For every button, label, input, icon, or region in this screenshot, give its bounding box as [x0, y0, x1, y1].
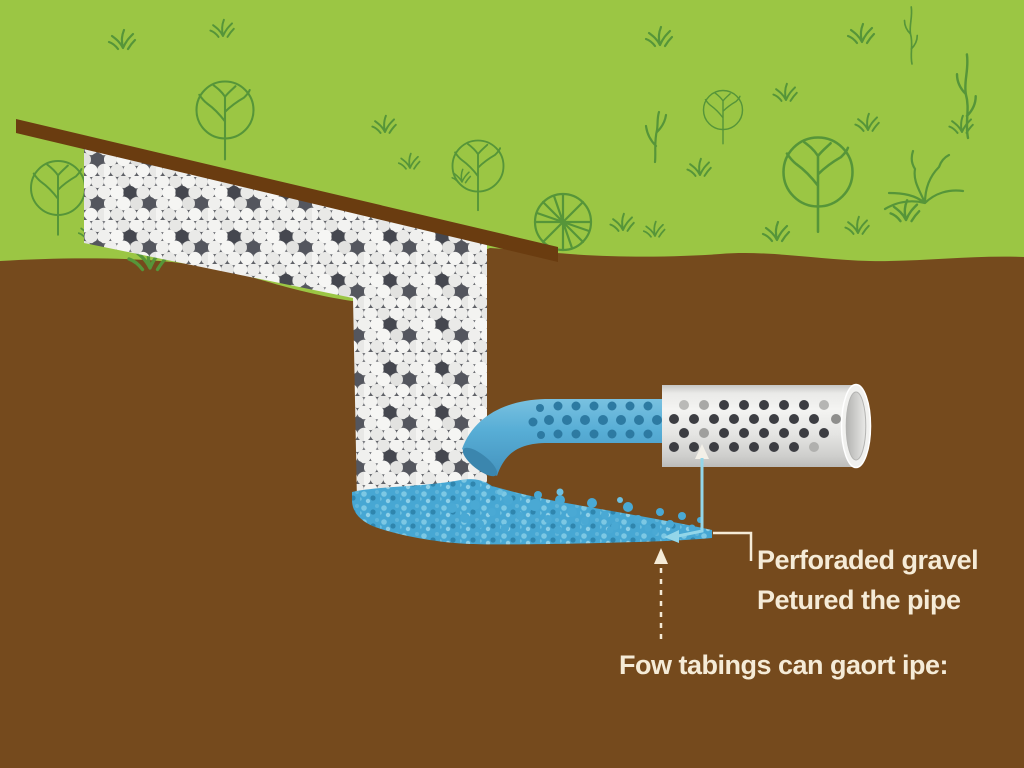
label-perforated-gravel: Perforaded gravel [757, 545, 979, 575]
drain-pipe-elbow [462, 399, 666, 477]
pipe-open-end [840, 383, 872, 469]
upward-dashed-arrow [654, 548, 668, 640]
perforated-drain-pipe [662, 383, 872, 469]
ground-surface-slope [16, 119, 558, 262]
trench-water [352, 479, 712, 545]
droplet-marker [695, 444, 709, 459]
caption-flow-note: Fow tabings can gaort ipe: [619, 650, 949, 680]
label-bracket-line [713, 531, 753, 561]
gravel-trench [84, 146, 487, 508]
water-leader-line [664, 444, 709, 543]
label-returned-pipe: Petured the pipe [757, 585, 961, 615]
pipe-perforation-dots [528, 401, 662, 439]
perforation-holes [669, 400, 841, 452]
pipe-mouth-opening [462, 447, 498, 477]
